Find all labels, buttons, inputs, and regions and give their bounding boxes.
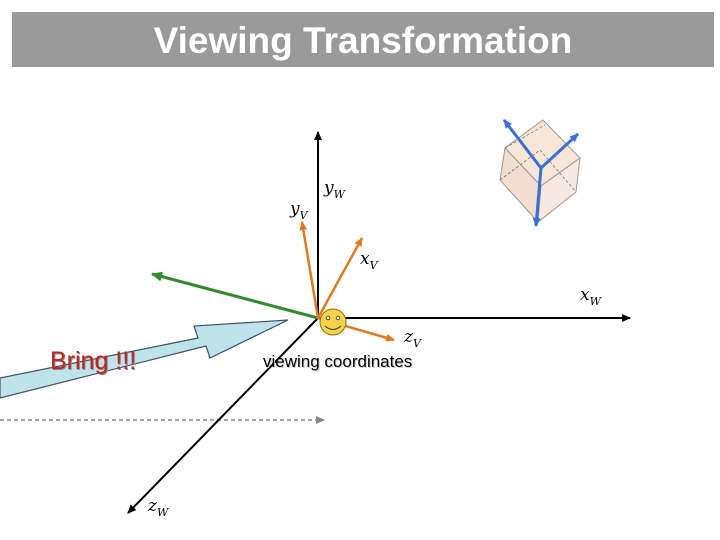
xV-label: xV <box>360 249 379 272</box>
yW-label: yW <box>323 178 347 201</box>
title-bar: Viewing Transformation <box>12 12 714 67</box>
object-local-axes <box>502 119 580 227</box>
xW-label: xW <box>580 285 603 308</box>
object-cube <box>499 119 581 224</box>
viewing-x-axis <box>316 237 364 319</box>
world-z-axis <box>127 317 319 514</box>
viewing-y-axis <box>299 221 320 319</box>
zW-label: zW <box>147 496 170 519</box>
yV-label: yV <box>289 199 309 222</box>
view-direction-arrow <box>151 271 319 320</box>
bring-callout: Bring !!! <box>50 347 137 375</box>
slide-title: Viewing Transformation <box>153 20 573 61</box>
viewing-coordinates-caption: viewing coordinates <box>263 352 413 371</box>
bring-arrow <box>0 319 289 399</box>
zV-label: zV <box>403 327 422 350</box>
smiley-face-icon <box>319 308 347 336</box>
